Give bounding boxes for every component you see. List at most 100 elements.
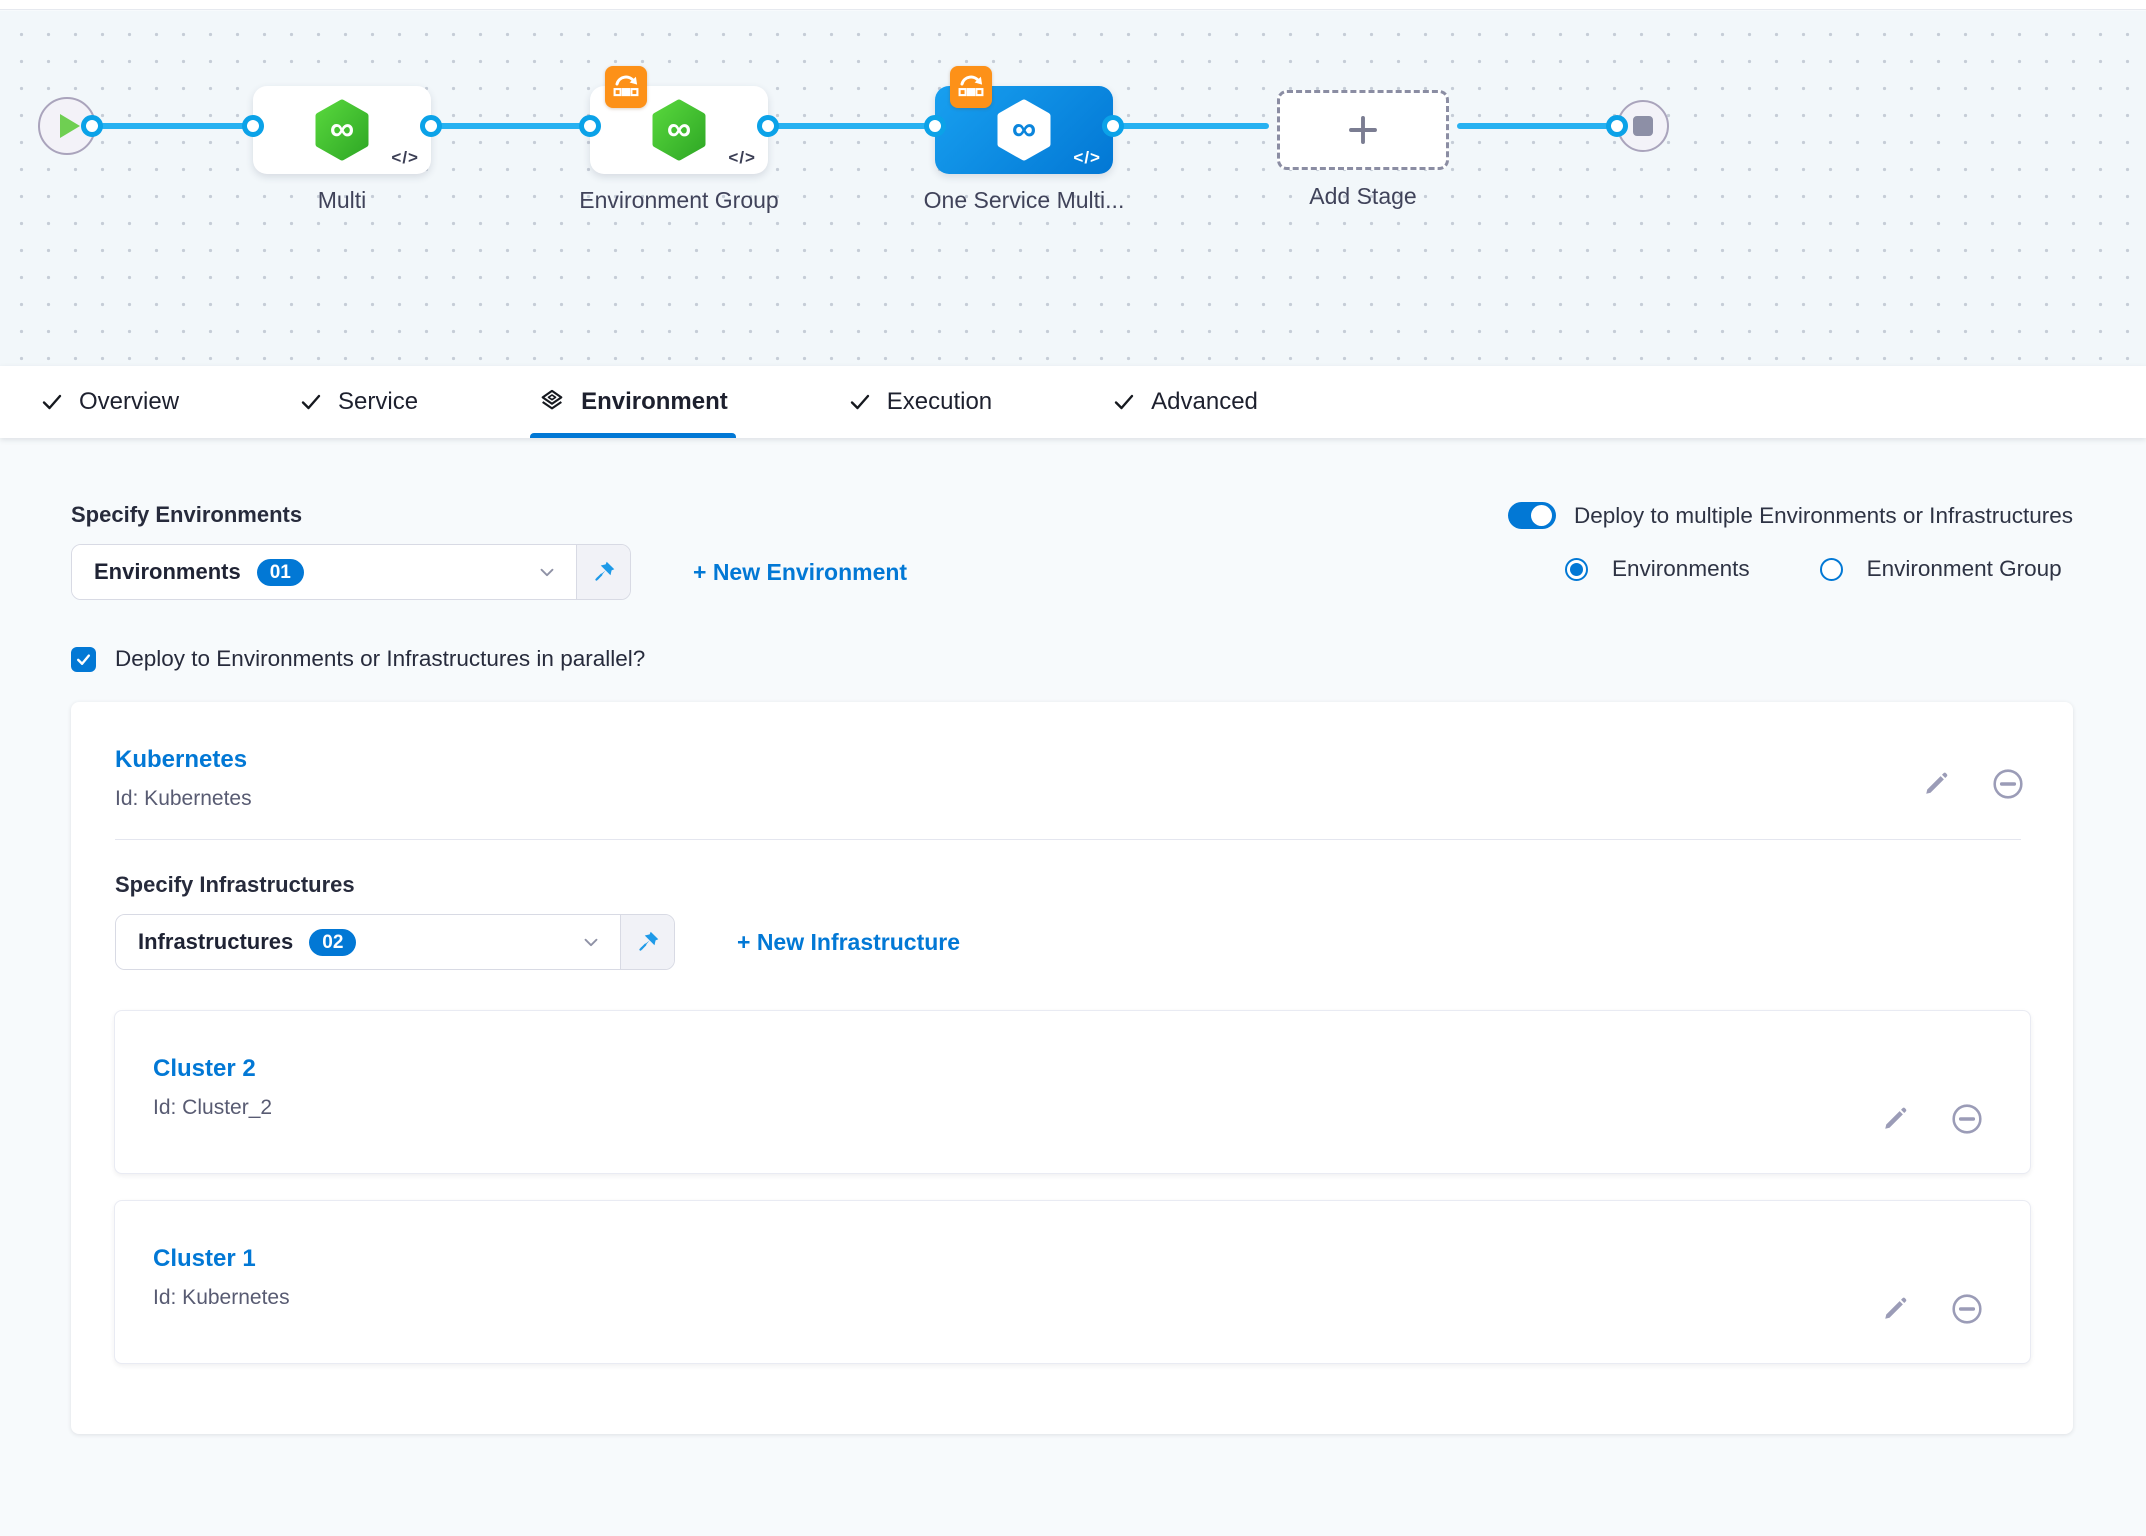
pencil-icon [1926,772,1948,794]
infrastructures-select-group: Infrastructures 02 [115,914,675,970]
edge-multi-envgroup [439,123,582,129]
tab-advanced[interactable]: Advanced [1112,366,1258,438]
card-divider [115,839,2021,840]
remove-infrastructure-button[interactable] [1950,1102,1984,1136]
new-environment-link[interactable]: + New Environment [693,558,908,585]
rolling-deployment-icon [605,66,647,108]
infrastructure-card-cluster-2: Cluster 2 Id: Cluster_2 [114,1010,2031,1174]
environments-count-badge: 01 [256,558,304,586]
svg-text:∞: ∞ [1012,110,1036,148]
harness-service-icon: ∞ [315,99,369,161]
toggle-knob [1531,505,1553,526]
environments-select-group: Environments 01 [71,544,631,600]
edge-oneservice-addstage [1121,123,1269,129]
rolling-deployment-icon [950,66,992,108]
radio-environment-group-label[interactable]: Environment Group [1866,556,2062,581]
radio-environment-group[interactable] [1819,557,1843,581]
radio-environments[interactable] [1565,557,1589,581]
infrastructure-title-block: Cluster 2 Id: Cluster_2 [153,1055,272,1173]
pin-environments-button[interactable] [576,545,630,599]
add-stage-button[interactable] [1277,90,1449,170]
environments-select[interactable]: Environments 01 [72,545,576,599]
infrastructure-name-link[interactable]: Cluster 2 [153,1055,256,1082]
stage-tabbar: Overview Service Environment Execution A… [0,366,2146,438]
environment-layers-icon [541,389,563,410]
stage-label[interactable]: One Service Multi... [923,187,1125,213]
harness-service-icon: ∞ [997,99,1051,161]
pipeline-canvas[interactable]: ∞ </> Multi ∞ </> Environment Gr [0,11,2146,366]
check-icon [301,394,321,410]
pin-infrastructures-button[interactable] [620,915,674,969]
pencil-icon [1885,1107,1907,1129]
svg-text:∞: ∞ [330,110,354,148]
port [579,115,601,137]
port [924,115,946,137]
check-icon [1114,394,1134,410]
pin-icon [638,931,658,951]
environment-card-kubernetes: Kubernetes Id: Kubernetes [71,702,2073,1434]
new-infrastructure-link[interactable]: + New Infrastructure [737,928,961,955]
infrastructure-name-link[interactable]: Cluster 1 [153,1245,256,1272]
tab-service[interactable]: Service [299,366,418,438]
radio-environments-label[interactable]: Environments [1612,556,1750,581]
deploy-multiple-toggle[interactable] [1508,502,1557,529]
environment-tab-content: Specify Environments Environments 01 [0,438,2146,1536]
plus-icon [1349,116,1377,144]
yaml-code-icon[interactable]: </> [391,148,419,167]
check-icon [76,653,91,665]
edit-environment-button[interactable] [1921,769,1951,799]
chevron-down-icon [580,931,602,953]
minus-circle-icon [1952,1294,1982,1324]
chevron-down-icon [536,561,558,583]
specify-infrastructures-heading: Specify Infrastructures [115,872,355,897]
check-icon [850,394,869,410]
tab-label: Advanced [1151,388,1258,415]
edge-addstage-end [1457,123,1609,129]
deploy-multiple-toggle-label: Deploy to multiple Environments or Infra… [1574,502,2073,528]
tab-execution[interactable]: Execution [848,366,992,438]
harness-service-icon: ∞ [652,99,706,161]
specify-environments-heading: Specify Environments [71,502,303,527]
port [420,115,442,137]
yaml-code-icon[interactable]: </> [1073,148,1101,167]
tab-environment[interactable]: Environment [530,366,736,438]
infrastructures-count-badge: 02 [309,928,357,956]
remove-environment-button[interactable] [1991,767,2025,801]
deploy-parallel-checkbox-label[interactable]: Deploy to Environments or Infrastructure… [115,646,646,671]
stage-card-multi[interactable]: ∞ </> [253,86,431,174]
edge-envgroup-oneservice [776,123,927,129]
port [757,115,779,137]
port [81,115,103,137]
edit-infrastructure-button[interactable] [1880,1104,1910,1134]
deploy-parallel-checkbox[interactable] [71,646,96,672]
yaml-code-icon[interactable]: </> [728,148,756,167]
infrastructure-card-cluster-1: Cluster 1 Id: Kubernetes [114,1200,2031,1364]
infrastructures-select[interactable]: Infrastructures 02 [116,915,620,969]
infrastructures-select-value: Infrastructures [138,929,294,954]
tab-label: Environment [581,388,728,415]
minus-circle-icon [1993,768,2023,799]
tab-label: Service [338,388,419,415]
multi-deploy-block: Deploy to multiple Environments or Infra… [1508,502,2073,582]
top-divider [0,0,2146,10]
pin-icon [594,561,614,581]
add-stage-label[interactable]: Add Stage [1309,183,1417,209]
stage-label[interactable]: Multi [317,187,367,213]
check-icon [42,394,62,410]
edit-infrastructure-button[interactable] [1880,1294,1910,1324]
radio-dot [1570,562,1584,576]
specify-environments-block: Specify Environments Environments 01 [71,502,907,600]
pencil-icon [1885,1297,1907,1319]
infrastructure-id: Id: Kubernetes [153,1286,290,1309]
remove-infrastructure-button[interactable] [1950,1292,1984,1326]
tab-overview[interactable]: Overview [40,366,179,438]
environment-title-block: Kubernetes Id: Kubernetes [115,746,252,811]
stage-label[interactable]: Environment Group [579,187,779,213]
infrastructure-id: Id: Cluster_2 [153,1096,273,1119]
tab-label: Execution [886,388,993,415]
tab-label: Overview [79,388,180,415]
minus-circle-icon [1952,1104,1982,1134]
environment-id: Id: Kubernetes [115,787,252,810]
environment-name-link[interactable]: Kubernetes [115,746,248,773]
